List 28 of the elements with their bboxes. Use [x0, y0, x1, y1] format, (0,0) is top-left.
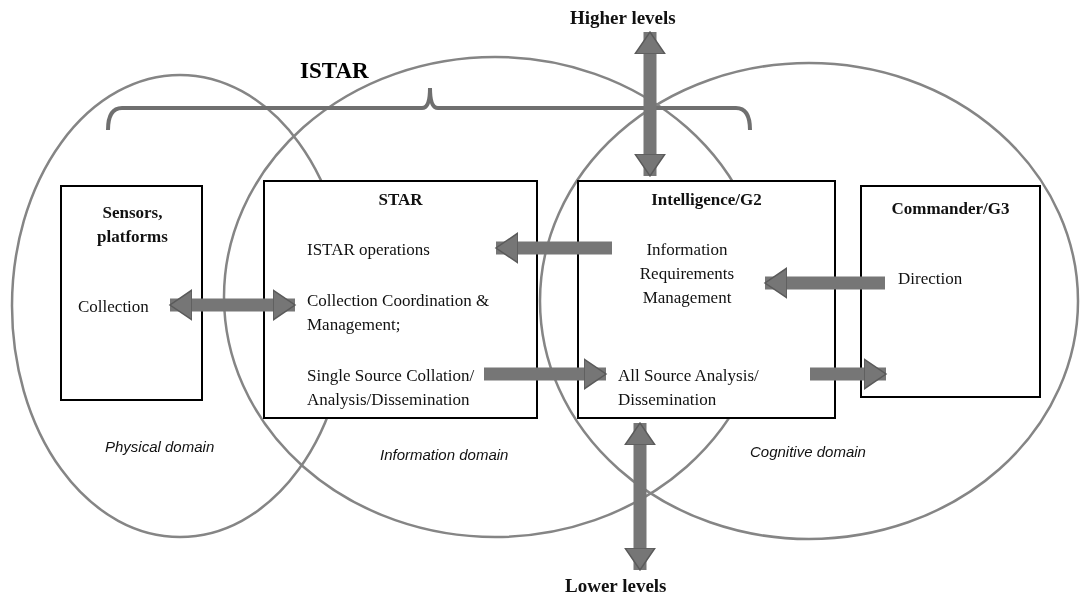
box-text: All Source Analysis/ Dissemination — [618, 365, 760, 411]
arrow — [169, 289, 296, 321]
arrow — [624, 422, 656, 571]
box-text: Information Requirements Management — [638, 239, 736, 309]
box-text: Single Source Collation/ Analysis/Dissemination — [307, 365, 476, 411]
box-text: Collection Coordination & Management; — [307, 290, 491, 336]
domain-label: Physical domain — [105, 437, 215, 457]
arrow — [484, 358, 607, 390]
arrow — [810, 358, 887, 390]
process-box — [577, 180, 836, 419]
box-text: Collection — [78, 296, 150, 318]
level-label: Higher levels — [570, 6, 676, 30]
group-label: ISTAR — [300, 58, 369, 84]
domain-label: Cognitive domain — [750, 442, 866, 462]
box-heading: Intelligence/G2 — [650, 189, 763, 211]
arrow — [634, 31, 666, 177]
box-heading: Sensors, platforms — [96, 202, 169, 248]
process-box — [60, 185, 203, 401]
box-heading: Commander/G3 — [890, 198, 1011, 220]
domain-label: Information domain — [380, 445, 509, 465]
level-label: Lower levels — [565, 574, 667, 598]
process-box — [263, 180, 538, 419]
arrow — [764, 267, 885, 299]
process-box — [860, 185, 1041, 398]
box-heading: STAR — [377, 189, 424, 211]
arrow — [495, 232, 612, 264]
box-text: Direction — [898, 268, 964, 290]
box-text: ISTAR operations — [307, 239, 431, 261]
